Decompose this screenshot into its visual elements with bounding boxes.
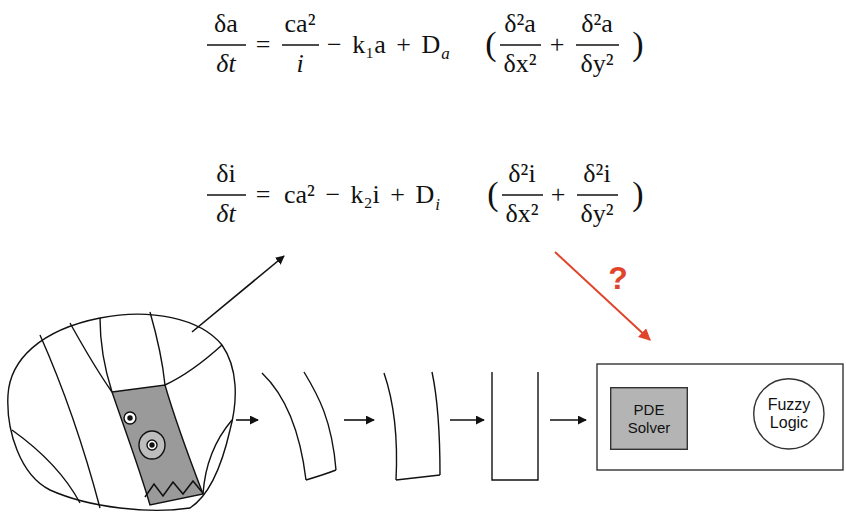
equation-term: ca² − k₂i + D	[284, 182, 434, 208]
wing-cell	[112, 385, 203, 505]
fraction-bar	[502, 194, 543, 196]
arrow	[236, 419, 258, 421]
equation-term: δt	[216, 201, 235, 227]
fraction-bar	[282, 44, 319, 46]
equation-term: δ²i	[583, 161, 610, 187]
equation-term: +	[550, 32, 565, 58]
fraction-bar	[207, 44, 246, 46]
equation-term: (	[485, 27, 496, 61]
eyespot-ring	[147, 440, 157, 450]
cell-side	[432, 372, 440, 475]
equation-term: +	[551, 182, 566, 208]
zigzag-band	[145, 481, 202, 497]
red-arrow	[555, 252, 650, 340]
box-outline	[611, 388, 688, 450]
vein	[70, 323, 112, 392]
cell-shapes	[262, 372, 538, 480]
circle-outline	[754, 379, 824, 449]
equation-term: δt	[216, 51, 235, 77]
eyespot-pupil	[128, 416, 132, 420]
method-circle: Fuzzy Logic	[753, 378, 825, 450]
eyespot-pupil	[150, 443, 154, 447]
arrow	[450, 419, 484, 421]
cell-side	[384, 373, 397, 480]
arrow	[550, 419, 586, 421]
process-box: PDE Solver	[610, 387, 688, 450]
equation-term: δy²	[580, 51, 613, 77]
equation-term: (	[487, 177, 498, 211]
wing-outline	[8, 314, 235, 510]
eyespot	[124, 412, 136, 424]
equation-term: )	[632, 177, 643, 211]
fraction-bar	[500, 44, 541, 46]
cell-rectangle	[492, 372, 538, 480]
arrow	[192, 256, 284, 332]
cell-side	[304, 372, 336, 470]
node-label: Fuzzy Logic	[763, 396, 815, 433]
eyespot	[139, 431, 165, 459]
equation-term: − k₁a + D	[327, 32, 440, 58]
question-mark: ?	[608, 262, 628, 294]
vein	[203, 420, 232, 494]
equation-term: δa	[214, 11, 238, 37]
equation-term: δ²a	[504, 11, 536, 37]
vein	[165, 345, 222, 385]
butterfly-wing	[8, 312, 235, 510]
arrow	[344, 419, 374, 421]
tool-panel	[597, 364, 843, 470]
equation-term: δ²i	[508, 161, 535, 187]
equation-term: a	[441, 45, 450, 62]
cell-base	[306, 470, 336, 480]
equation-term: δi	[216, 161, 235, 187]
fraction-bars	[207, 45, 619, 195]
equation-term: ca²	[285, 11, 316, 37]
fraction-bar	[576, 44, 619, 46]
fraction-bar	[577, 194, 618, 196]
equation-term: i	[435, 196, 440, 213]
equation-term: =	[256, 32, 271, 58]
node-label: PDE Solver	[616, 401, 682, 436]
vein	[12, 430, 80, 503]
equation-term: =	[256, 182, 271, 208]
equation-term: δx²	[505, 201, 538, 227]
equation-term: δy²	[580, 201, 613, 227]
vein	[150, 312, 165, 385]
flow-arrows	[192, 256, 586, 420]
equation-term: δ²a	[581, 11, 613, 37]
cell-base	[396, 475, 440, 480]
equation-term: )	[632, 27, 643, 61]
fraction-bar	[207, 194, 246, 196]
vein	[40, 335, 100, 508]
vein	[100, 318, 112, 392]
equation-term: δx²	[503, 51, 536, 77]
equation-term: i	[296, 51, 303, 77]
cell-side	[262, 373, 306, 480]
